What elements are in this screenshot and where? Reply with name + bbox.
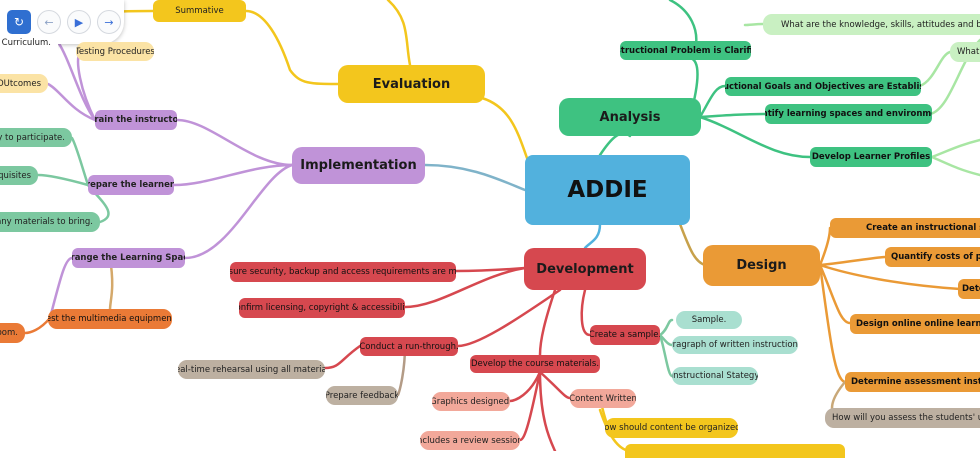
link-development [583,222,602,250]
play-icon[interactable]: ▶ [67,10,91,34]
link-analysis [598,132,632,157]
node-prerequisites[interactable]: requisites [0,166,38,185]
node-prepare-feedback[interactable]: Prepare feedback [326,386,398,405]
node-content-written[interactable]: Content Written [570,389,636,408]
node-assess-understanding[interactable]: How will you assess the students' unders… [825,408,980,428]
node-knowledge-skills[interactable]: What are the knowledge, skills, attitude… [763,14,980,35]
node-learning-outcomes[interactable]: ing OUtcomes [0,74,48,93]
link-design [678,222,707,267]
branch-design[interactable]: Design [703,245,820,286]
node-train-instructor[interactable]: Train the instructor [95,110,177,130]
node-assessment-instruments[interactable]: Determine assessment instruments [845,372,980,392]
node-yellow-cut-off[interactable] [625,444,845,458]
node-test-multimedia[interactable]: Test the multimedia equipment. [48,309,172,329]
node-conduct-run-through[interactable]: Conduct a run-through. [360,337,458,356]
node-necessary-to-participate[interactable]: ssary to participate. [0,128,72,147]
node-create-sample[interactable]: Create a sample. [590,325,660,345]
node-sample[interactable]: Sample. [676,311,742,329]
forward-arrow-icon[interactable]: → [97,10,121,34]
node-instructional-strategy[interactable]: Instructional Stategy [672,367,758,385]
node-develop-course-materials[interactable]: Develop the course materials. [470,355,600,373]
node-review-session[interactable]: Includes a review session. [420,431,520,450]
branch-analysis[interactable]: Analysis [559,98,701,136]
node-prepare-learners[interactable]: Prepare the learners. [88,175,174,195]
link-implementation [423,163,527,192]
node-real-time-rehearsal[interactable]: Real-time rehearsal using all materials [178,360,325,379]
node-learning-spaces[interactable]: Identify learning spaces and environment… [765,104,932,124]
node-course-curriculum[interactable]: se Curriculum. [0,35,58,51]
node-paragraph-instructions[interactable]: Pragraph of written instructions [672,336,798,354]
node-goals-objectives[interactable]: Instructional Goals and Objectives are E… [725,77,921,96]
node-determine[interactable]: Dete [958,279,980,299]
node-graphics-designed[interactable]: Graphics designed. [432,392,510,411]
node-instructional-strategy-design[interactable]: Create an instructional strategy [830,218,980,238]
node-what[interactable]: What [950,42,980,62]
node-summative[interactable]: Summative [153,0,246,22]
node-materials-to-bring[interactable]: and any materials to bring. [0,212,100,232]
back-arrow-icon[interactable]: ← [37,10,61,34]
branch-development[interactable]: Development [524,248,646,290]
node-arrange-learning-space[interactable]: Arrange the Learning Space. [72,248,185,268]
node-learner-profiles[interactable]: Develop Learner Profiles [810,147,932,167]
node-content-organized[interactable]: How should content be organized? [605,418,738,438]
refresh-icon[interactable]: ↻ [7,10,31,34]
branch-implementation[interactable]: Implementation [292,147,425,184]
node-quantify-costs[interactable]: Quantify costs of project [885,247,980,267]
branch-evaluation[interactable]: Evaluation [338,65,485,103]
node-online-learning-spaces[interactable]: Design online online learning spaces [850,314,980,334]
node-testing-procedures[interactable]: Testing Procedures [76,42,154,61]
node-ensure-security[interactable]: Ensure security, backup and access requi… [230,262,456,282]
node-problem-clarified[interactable]: Instructional Problem is Clarified [620,41,751,60]
node-room[interactable]: room. [0,323,25,343]
mindmap-toolbar: ↻ ← ▶ → [0,0,124,44]
node-confirm-licensing[interactable]: Confirm licensing, copyright & accessibi… [239,298,405,318]
root-node-addie[interactable]: ADDIE [525,155,690,225]
